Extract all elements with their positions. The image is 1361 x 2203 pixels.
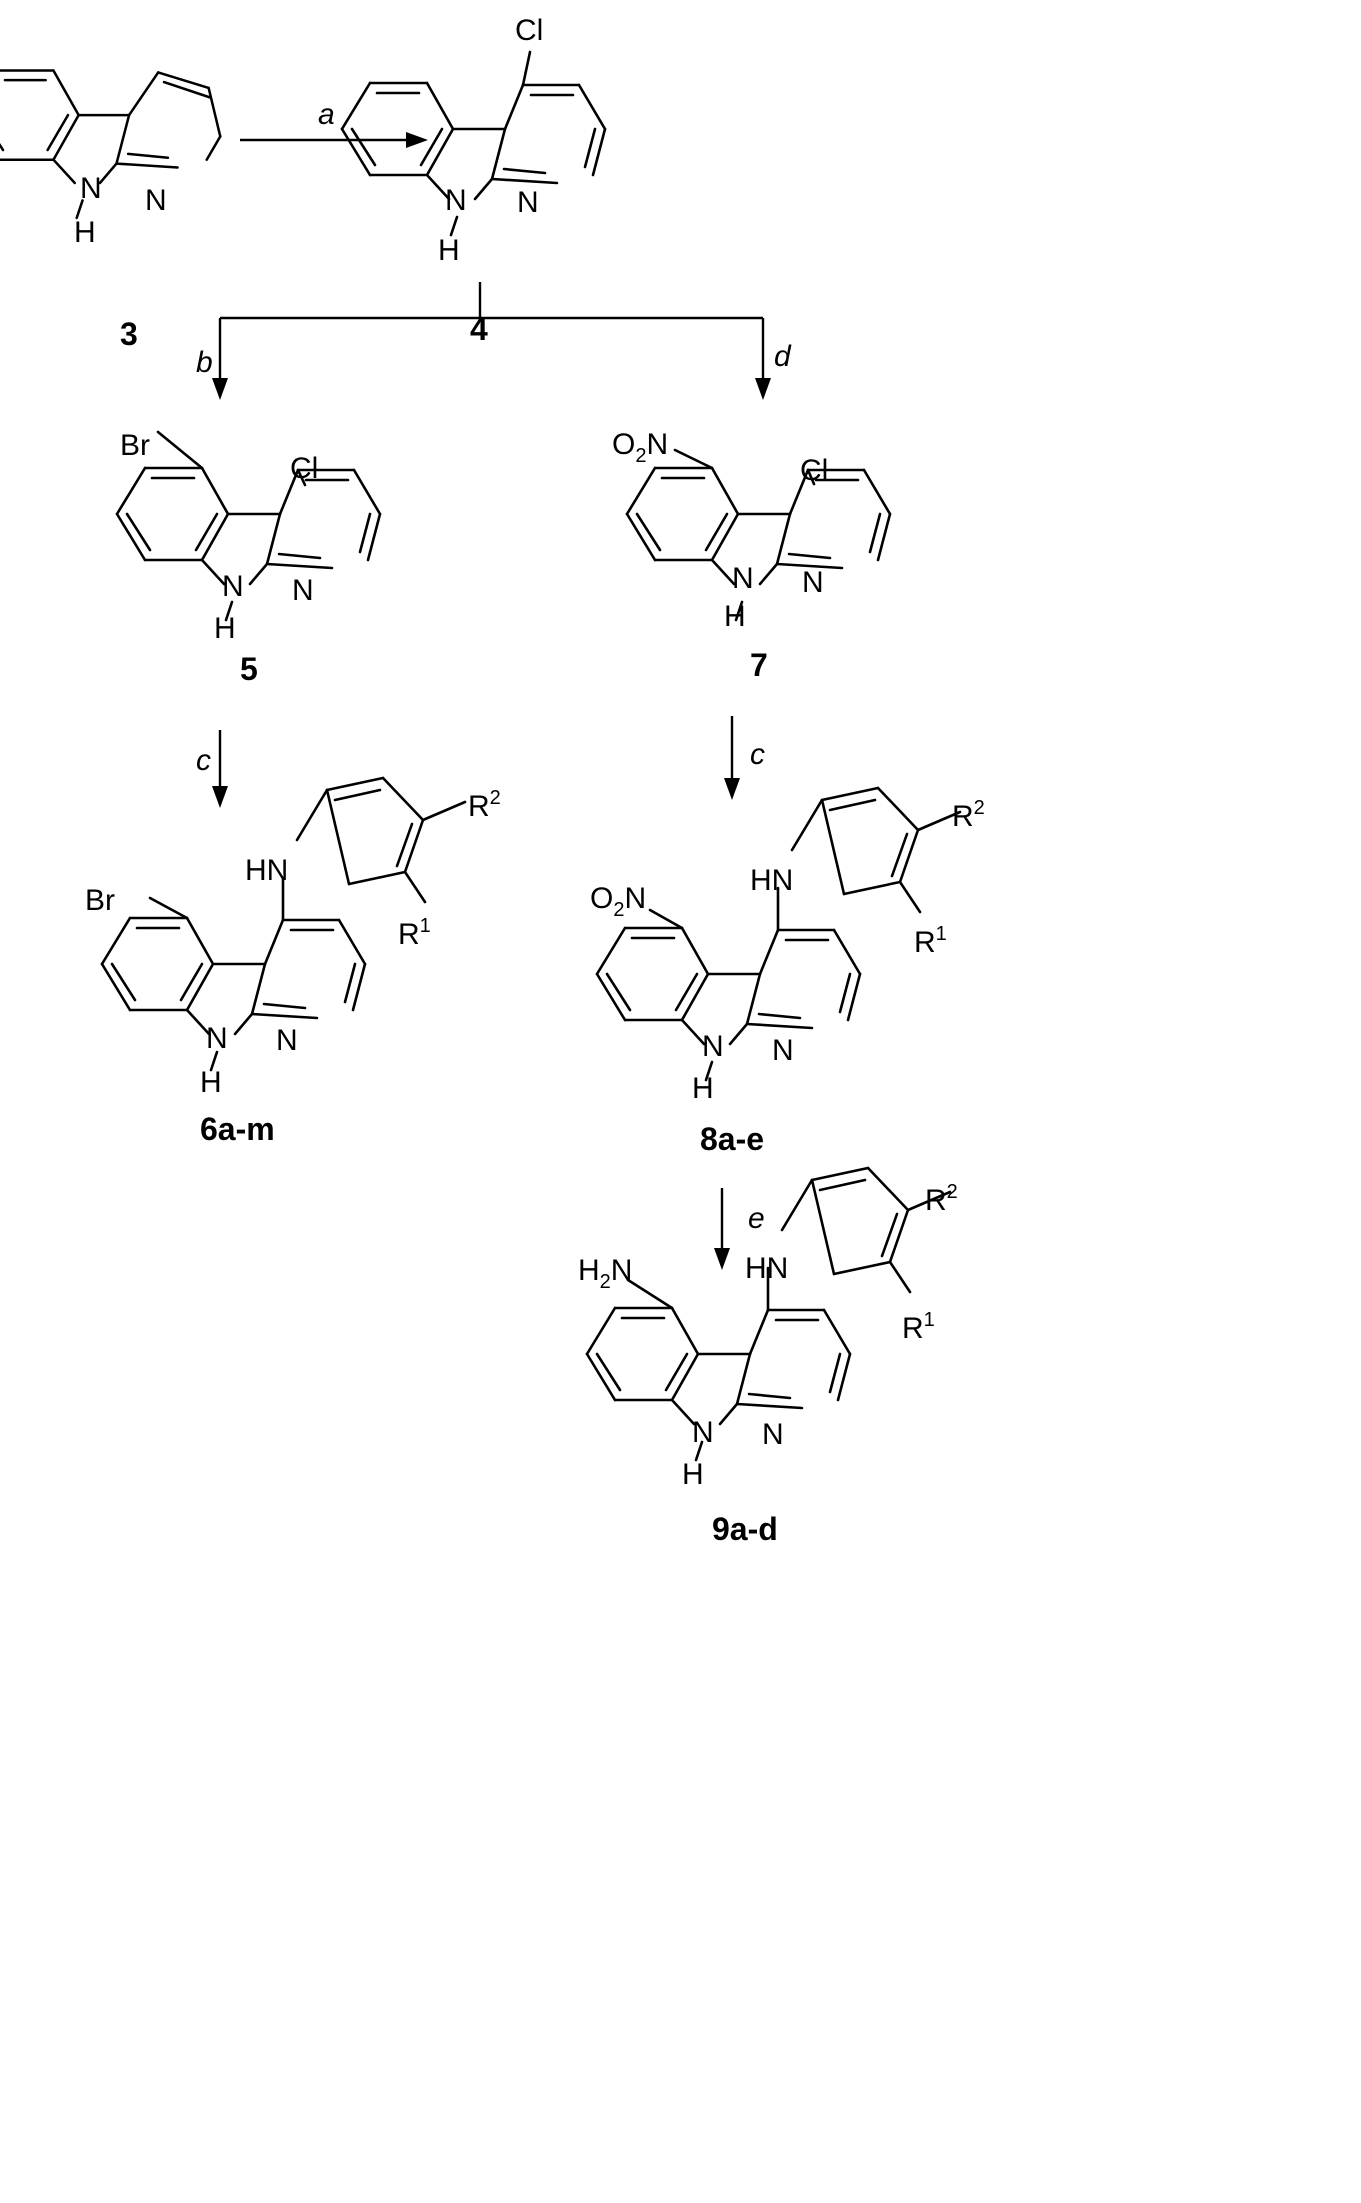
atom-br: Br <box>120 429 150 462</box>
atom-n: N <box>206 1022 228 1055</box>
atom-n: N <box>802 566 824 599</box>
reagent-label-c: c <box>196 744 211 777</box>
compound-label-6a-m: 6a-m <box>200 1111 275 1147</box>
reaction-arrow-a <box>240 132 428 148</box>
atom-n: N <box>517 186 539 219</box>
reaction-arrow-c-left <box>212 730 228 808</box>
reagent-label-a: a <box>318 98 335 131</box>
reagent-label-b: b <box>196 346 213 379</box>
reagent-label-e: e <box>748 1202 765 1235</box>
atom-r2: R2 <box>952 797 985 833</box>
atom-o: O2N <box>612 428 668 467</box>
atom-h: H <box>724 600 746 633</box>
reaction-arrow-e <box>714 1188 730 1270</box>
atom-br: Br <box>85 884 115 917</box>
compound-label-8a-e: 8a-e <box>700 1121 764 1157</box>
atom-n: N <box>692 1416 714 1449</box>
atom-hn: HN <box>745 1252 788 1285</box>
atom-cl: Cl <box>515 14 543 47</box>
atom-h: H <box>682 1458 704 1491</box>
atom-cl: Cl <box>800 454 828 487</box>
atom-r2: R2 <box>468 787 501 823</box>
atom-cl: Cl <box>290 452 318 485</box>
compound-label-7: 7 <box>750 647 768 683</box>
reaction-arrow-c-right <box>724 716 740 800</box>
atom-h: H <box>438 234 460 267</box>
compound-label-3: 3 <box>120 316 138 352</box>
atom-h: H <box>74 216 96 249</box>
branch-connector <box>212 282 771 400</box>
structure-compound-8a-e: O2N HN R2 R1 N N H <box>590 786 985 1105</box>
structure-compound-3: N N H <box>0 69 222 249</box>
atom-r1: R1 <box>914 923 947 959</box>
compound-label-9a-d: 9a-d <box>712 1511 778 1547</box>
structure-compound-9a-d: H2N HN R2 R1 N N H <box>578 1166 958 1491</box>
atom-n: N <box>732 562 754 595</box>
atom-h: H <box>200 1066 222 1099</box>
atom-n: N <box>445 184 467 217</box>
atom-n: N <box>292 574 314 607</box>
atom-n: N <box>80 172 102 205</box>
atom-o: O2N <box>590 882 646 921</box>
structure-compound-6a-m: Br HN R2 R1 N N H <box>85 776 501 1099</box>
structure-compound-5: Br Cl N N H <box>115 429 382 645</box>
atom-r1: R1 <box>902 1309 935 1345</box>
reagent-label-d: d <box>774 340 792 373</box>
atom-n: N <box>702 1030 724 1063</box>
atom-r1: R1 <box>398 915 431 951</box>
reagent-label-c: c <box>750 738 765 771</box>
atom-n: N <box>276 1024 298 1057</box>
structure-compound-7: O2N Cl N N H <box>612 428 892 633</box>
atom-hn: HN <box>245 854 288 887</box>
atom-n: N <box>762 1418 784 1451</box>
atom-hn: HN <box>750 864 793 897</box>
atom-n: N <box>772 1034 794 1067</box>
compound-label-5: 5 <box>240 651 258 687</box>
atom-h: H <box>214 612 236 645</box>
atom-h: H <box>692 1072 714 1105</box>
atom-n: N <box>145 184 167 217</box>
atom-r2: R2 <box>925 1181 958 1217</box>
atom-h2n: H2N <box>578 1254 632 1293</box>
compound-label-4: 4 <box>470 311 488 347</box>
atom-n: N <box>222 570 244 603</box>
structure-compound-4: Cl N N H <box>340 14 607 267</box>
